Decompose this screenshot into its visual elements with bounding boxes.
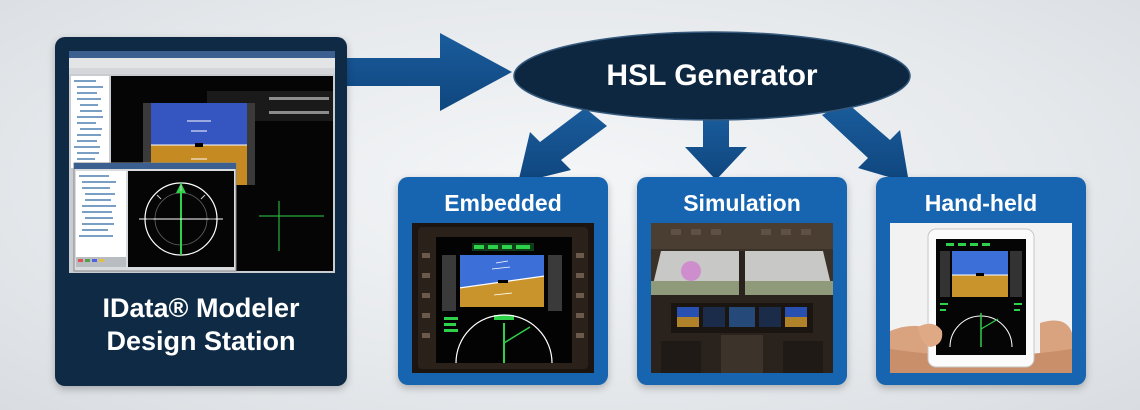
generator-ellipse — [513, 31, 911, 121]
cockpit-simulator-photo — [651, 223, 833, 373]
embedded-title: Embedded — [444, 190, 562, 216]
handheld-box: Hand-held — [876, 177, 1086, 385]
design-station-screenshot — [69, 51, 335, 273]
arrow-to-generator — [347, 33, 512, 111]
design-station-title-line1: IData® Modeler — [102, 293, 300, 323]
tablet-photo — [890, 223, 1072, 373]
arrow-to-handheld — [822, 102, 909, 183]
arrow-to-simulation — [685, 115, 747, 180]
design-station-title: IData® Modeler Design Station — [55, 292, 347, 358]
simulation-title: Simulation — [683, 190, 801, 216]
design-station-panel: IData® Modeler Design Station — [55, 37, 347, 386]
simulation-box: Simulation — [637, 177, 847, 385]
embedded-display-photo — [412, 223, 594, 373]
arrow-to-embedded — [518, 108, 607, 183]
generator-label: HSL Generator — [606, 59, 818, 92]
design-station-title-line2: Design Station — [106, 326, 296, 356]
embedded-box: Embedded — [398, 177, 608, 385]
handheld-title: Hand-held — [924, 190, 1038, 216]
